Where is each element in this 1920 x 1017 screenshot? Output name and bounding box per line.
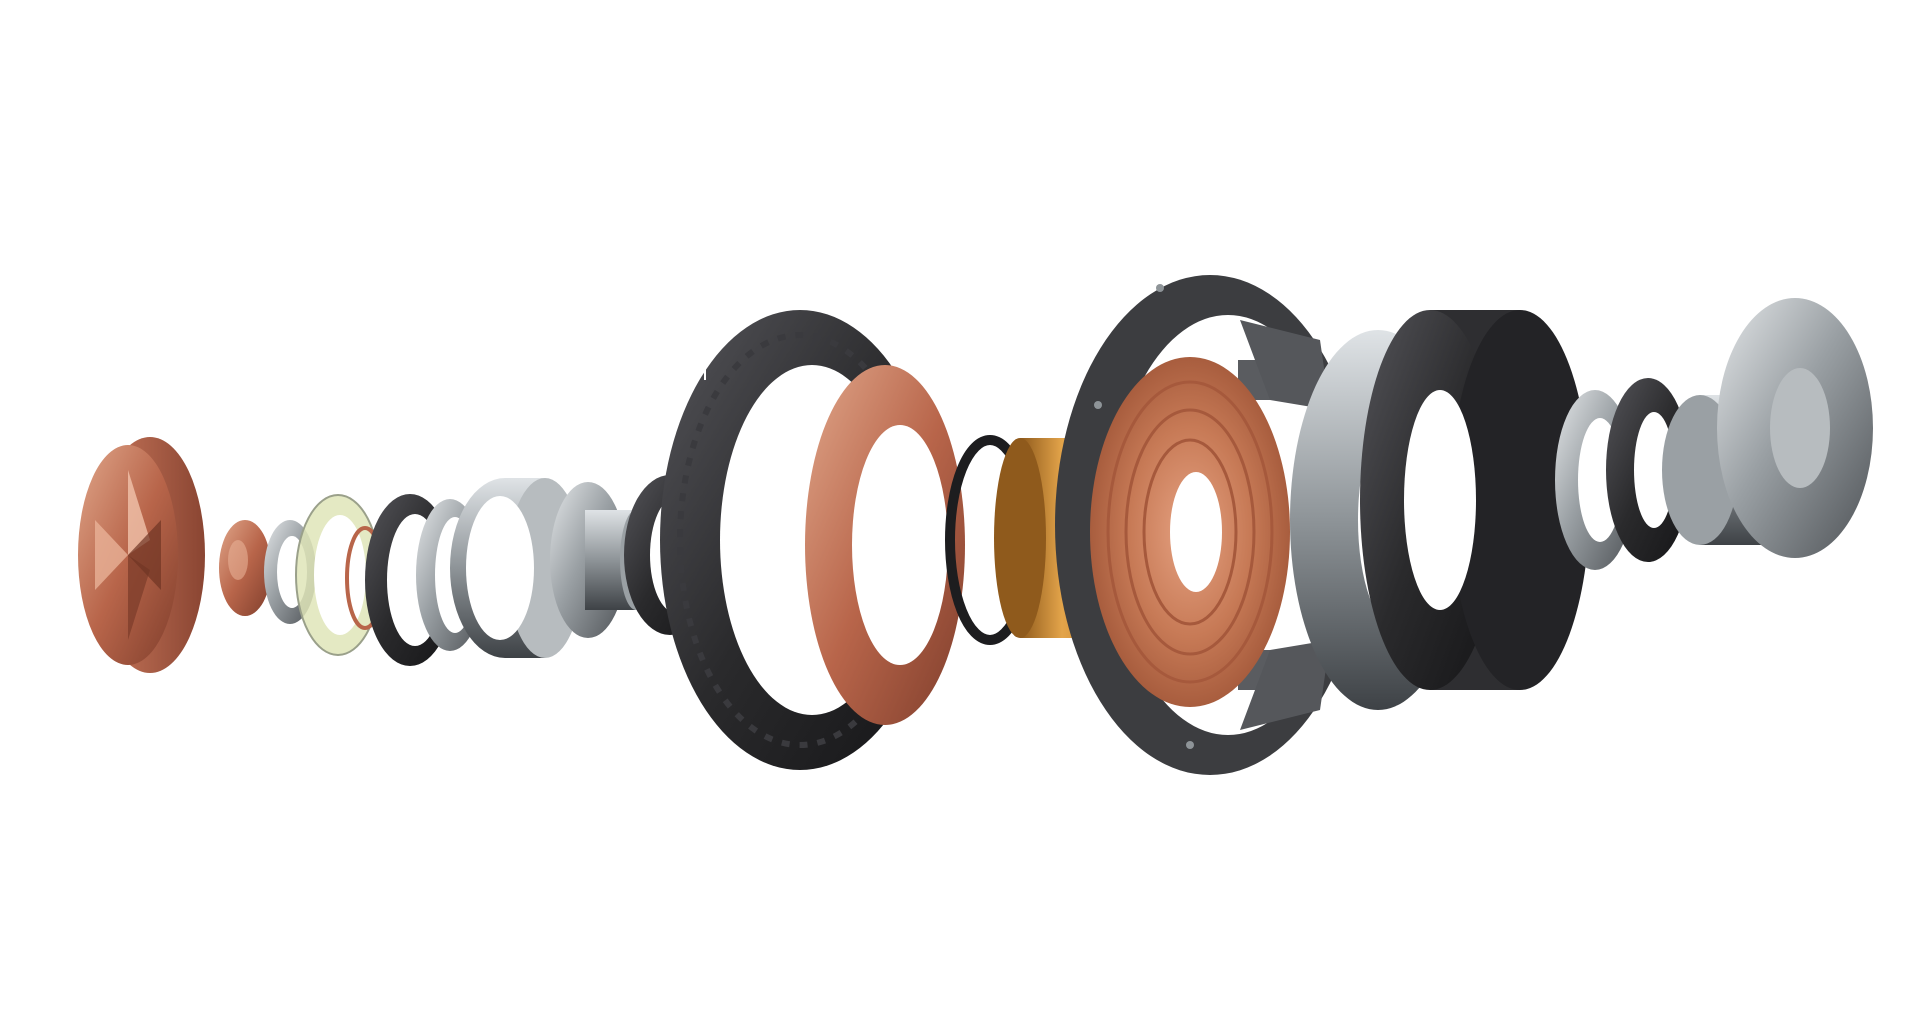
phase-plug-copper (78, 437, 205, 673)
copper-spider (1090, 357, 1290, 707)
tweeter-dome-copper (219, 520, 271, 616)
rubber-rear-ring (1606, 378, 1690, 562)
copper-cone (805, 365, 965, 725)
ferrite-magnet (1360, 310, 1590, 690)
steel-back-plate (1662, 298, 1873, 558)
translucent-ring (295, 494, 381, 656)
